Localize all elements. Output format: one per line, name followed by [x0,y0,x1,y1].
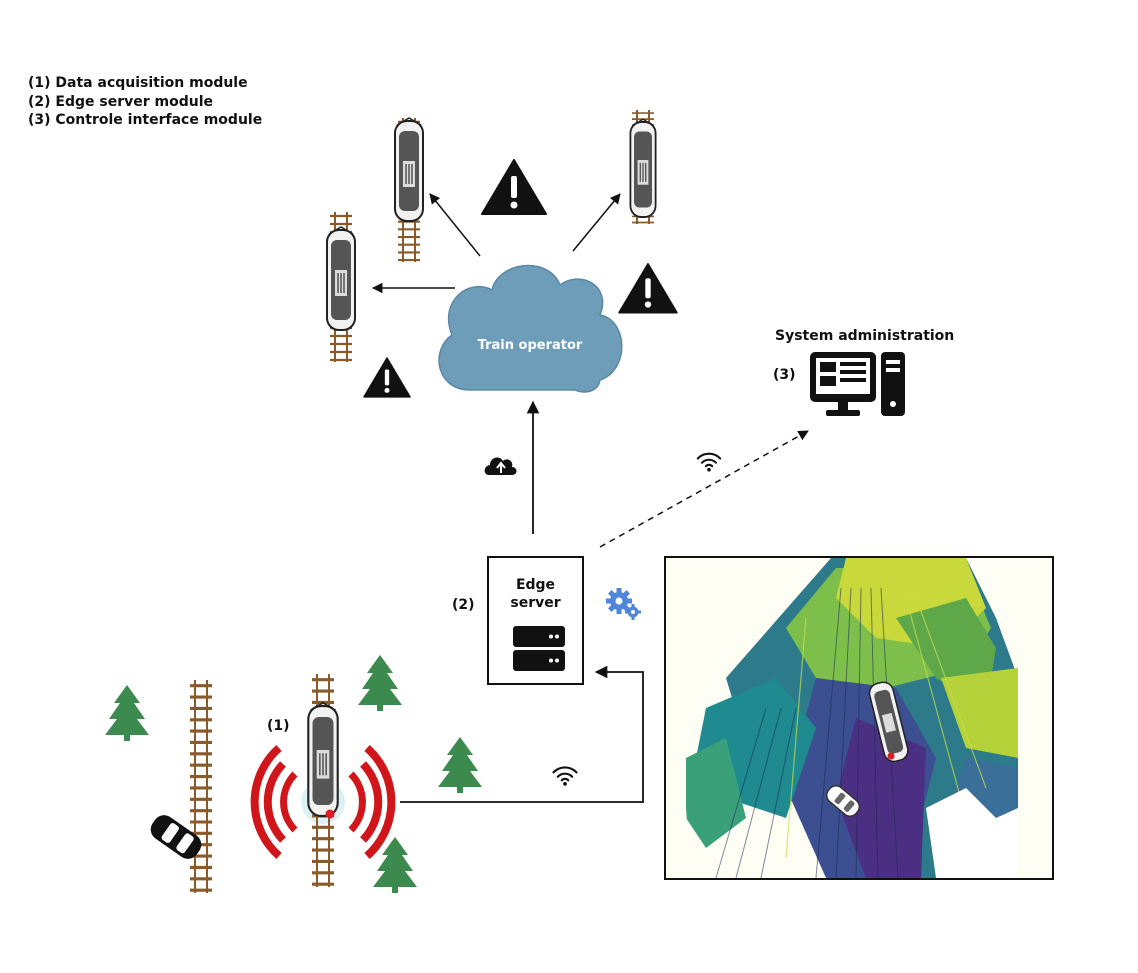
legend-item-2: (2) Edge server module [28,93,214,110]
system-admin-title: System administration [775,328,955,344]
cloud-upload-icon [484,457,517,475]
warning-icon [363,357,411,398]
point-cloud-frame [664,556,1054,880]
signal-rings [250,745,396,859]
arrow-acquisition-to-edge [400,665,644,803]
edge-server-title: Edge server [489,576,582,612]
wifi-icon [696,452,722,473]
acquisition-tag: (1) [267,718,290,734]
legend: (1) Data acquisition module (2) Edge ser… [28,74,262,130]
sensor-dot [325,809,335,819]
train-top-right [629,108,657,226]
arrow-to-train-right [572,193,621,252]
tree-icon [438,737,482,793]
legend-item-3: (3) Controle interface module [28,112,263,128]
acquisition-train [250,672,396,889]
cloud-train-operator [438,264,623,393]
wifi-icon [552,766,578,787]
system-admin-tag: (3) [773,367,796,383]
cloud-label: Train operator [477,338,583,353]
point-cloud-view [666,558,1052,878]
server-icon [513,626,565,671]
rail-track-left [188,678,214,895]
arrow-edge-to-admin [599,430,809,548]
computer-icon [810,352,905,416]
edge-server-tag: (2) [452,597,475,613]
train-top-middle [394,116,424,264]
tree-icon [105,685,149,741]
legend-item-1: (1) Data acquisition module [28,75,248,91]
warning-icon [481,159,547,215]
edge-server-title-text: Edge server [510,577,561,611]
edge-server-box: Edge server [487,556,584,685]
warning-icon [618,263,678,314]
car-icon [150,815,202,859]
arrow-to-train-top [429,193,481,257]
gears-icon [606,588,641,620]
train-top-left [326,210,356,364]
tree-icon [358,655,402,711]
